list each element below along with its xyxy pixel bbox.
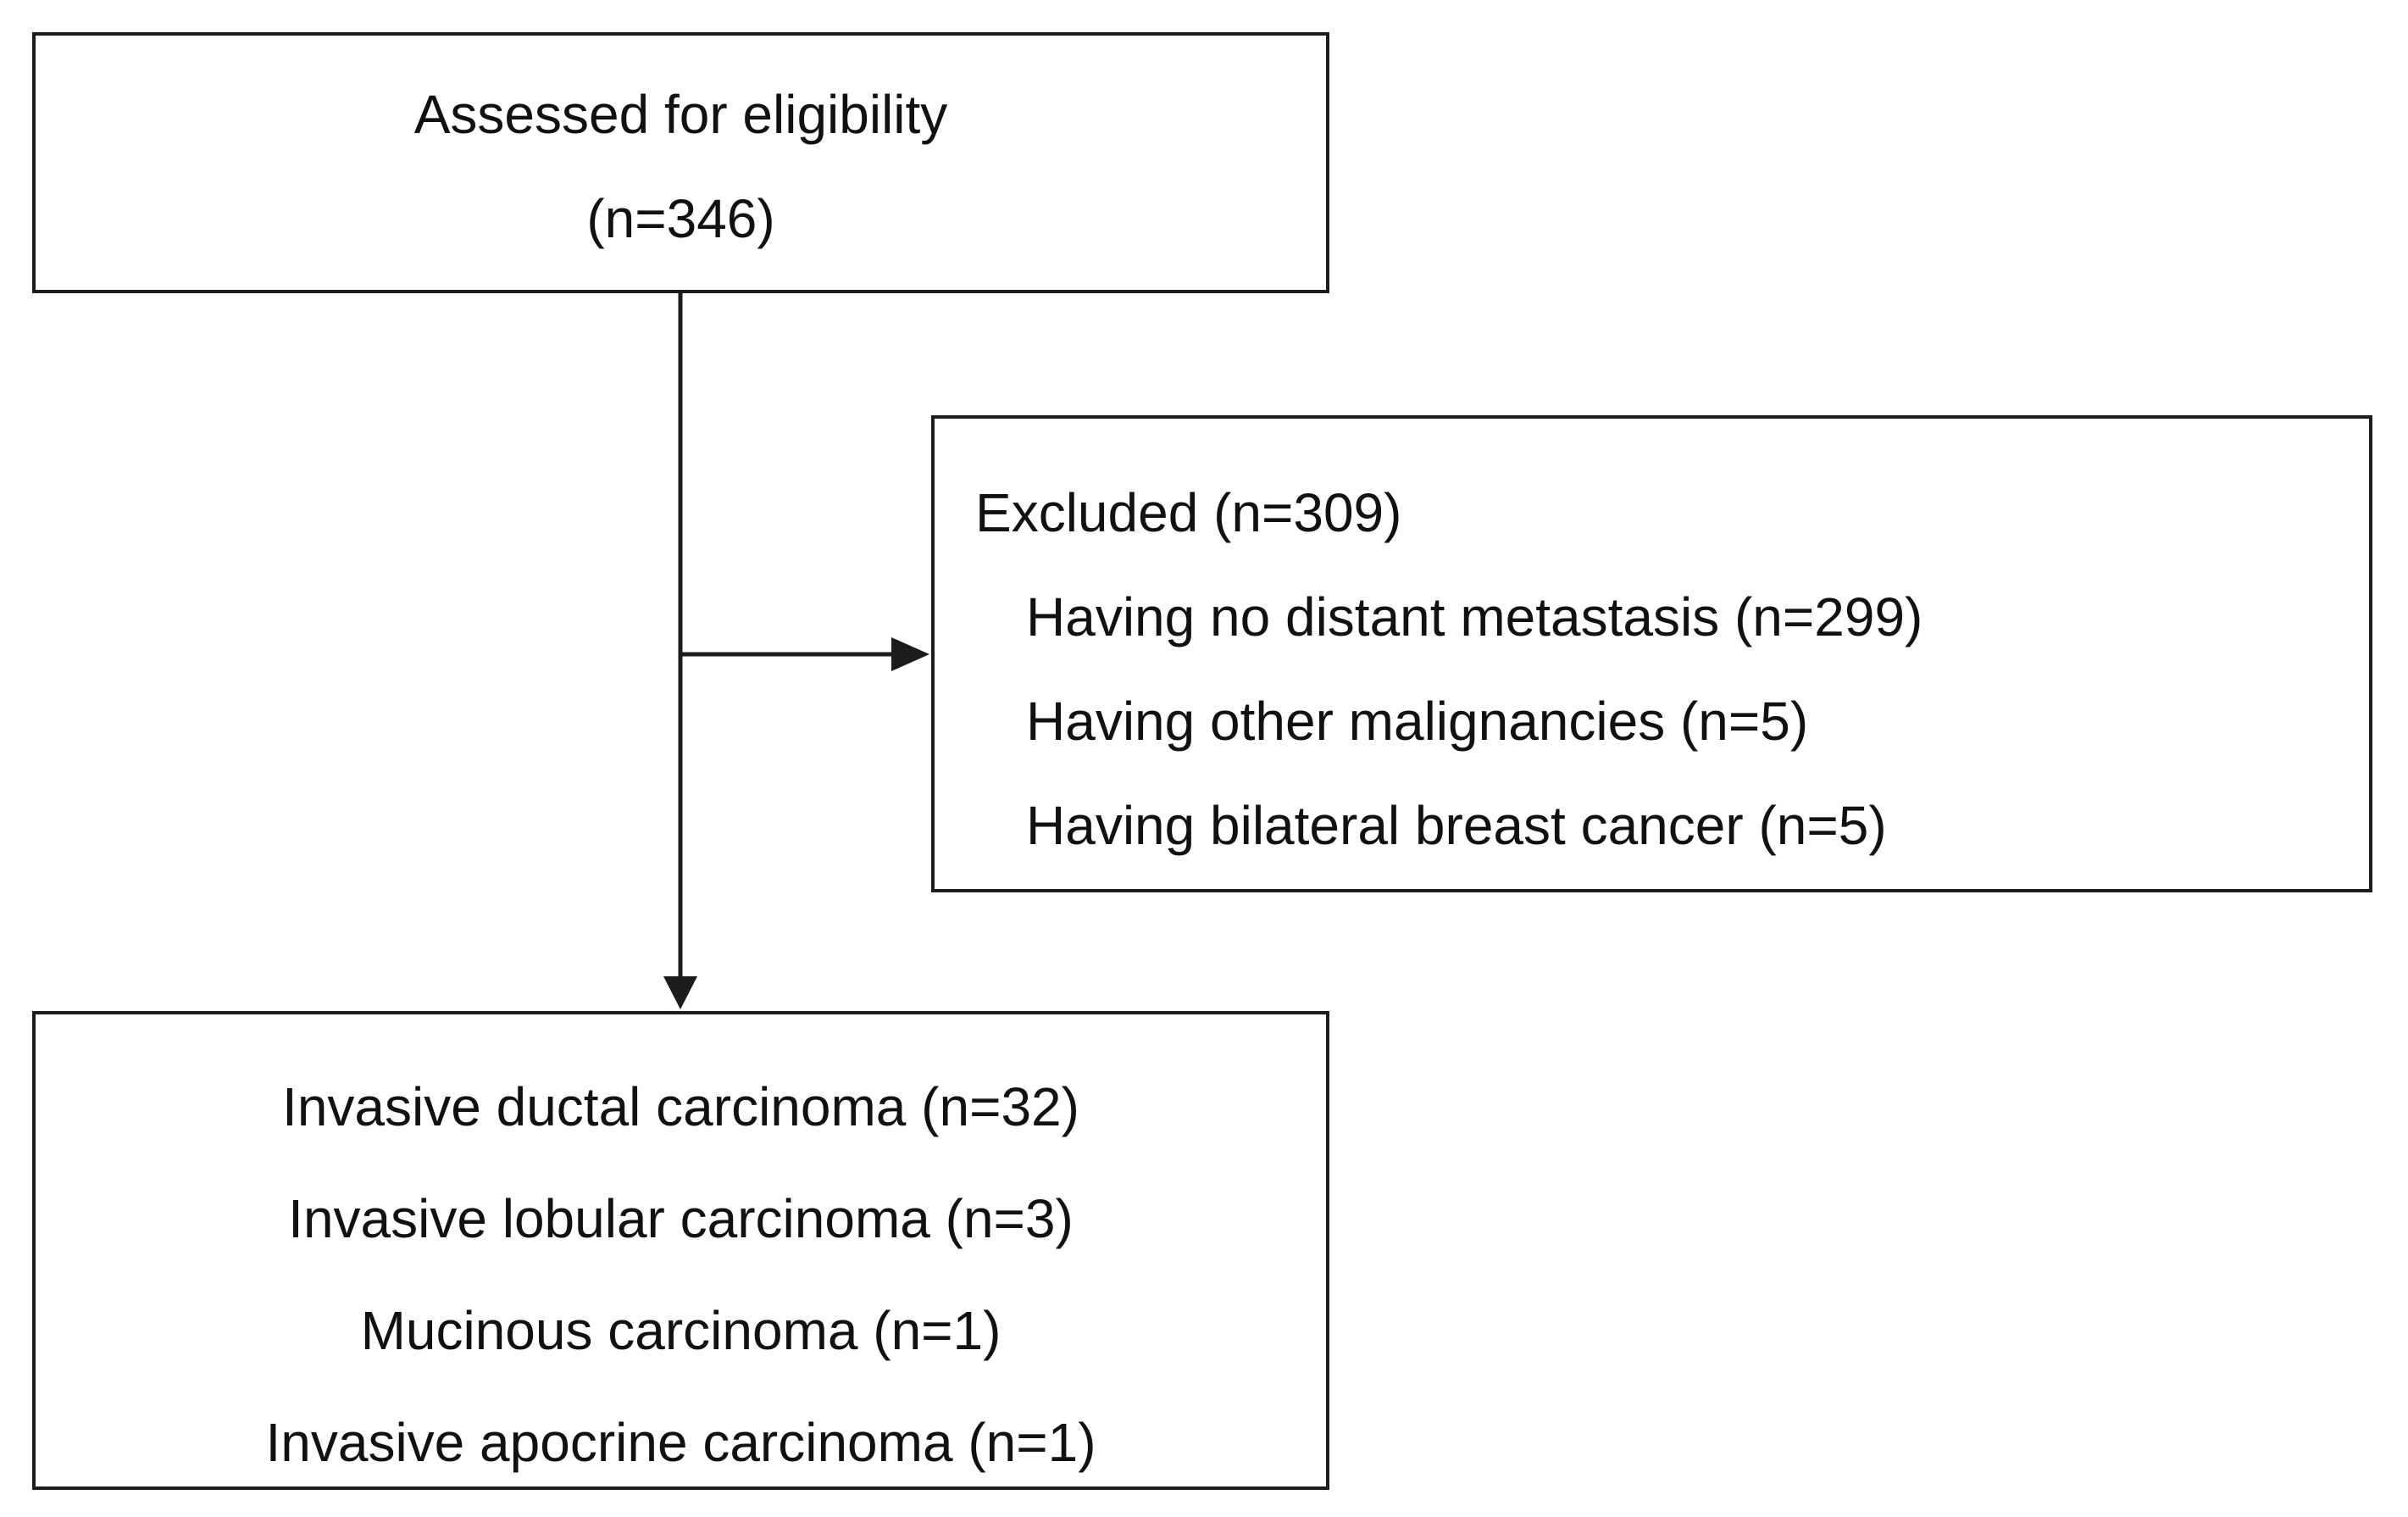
- included-item: Invasive apocrine carcinoma (n=1): [265, 1412, 1096, 1473]
- excluded-item: Having no distant metastasis (n=299): [1026, 586, 1923, 647]
- assessed-count: (n=346): [586, 188, 775, 249]
- down-arrow: [663, 292, 697, 1009]
- assessed-box: Assessed for eligibility (n=346): [32, 32, 1329, 293]
- excluded-item: Having bilateral breast cancer (n=5): [1026, 795, 1887, 856]
- included-box: Invasive ductal carcinoma (n=32) Invasiv…: [32, 1011, 1329, 1490]
- right-arrow: [680, 637, 929, 671]
- excluded-box: Excluded (n=309) Having no distant metas…: [931, 415, 2372, 892]
- excluded-header: Excluded (n=309): [975, 482, 1402, 543]
- included-item: Invasive ductal carcinoma (n=32): [282, 1076, 1079, 1137]
- excluded-item: Having other malignancies (n=5): [1026, 691, 1809, 752]
- assessed-title: Assessed for eligibility: [413, 84, 948, 145]
- included-item: Invasive lobular carcinoma (n=3): [288, 1188, 1074, 1249]
- included-item: Mucinous carcinoma (n=1): [360, 1300, 1001, 1361]
